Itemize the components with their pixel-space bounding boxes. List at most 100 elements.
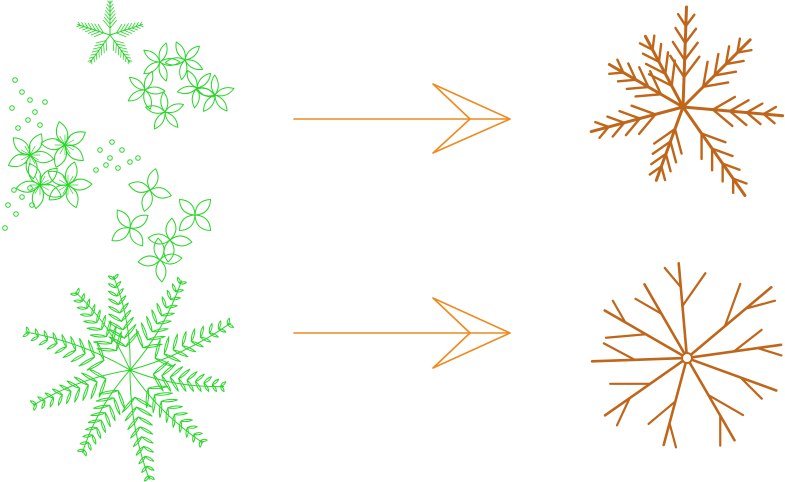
leaf <box>25 154 38 180</box>
frond-leaflet <box>220 381 227 387</box>
frond-leaflet <box>103 19 111 29</box>
frond-leaflet <box>108 305 121 314</box>
gravel-dot <box>119 147 125 153</box>
frond-leaflet <box>51 388 63 396</box>
frond-leaflet <box>145 387 150 409</box>
frond-leaflet <box>104 13 111 21</box>
tree-twig <box>713 52 720 77</box>
gravel-dot <box>42 99 48 105</box>
leaf <box>196 72 212 89</box>
frond-leaflet <box>120 309 132 322</box>
frond-leaflet <box>90 31 101 36</box>
tree-twig <box>627 62 638 82</box>
frond-leaflet <box>154 338 161 359</box>
frond-leaflet <box>120 50 129 53</box>
tree-twig <box>638 42 654 51</box>
frond-leaflet <box>152 373 164 392</box>
leaf <box>39 167 58 186</box>
frond-rib <box>75 291 131 371</box>
frond-rib <box>129 369 150 480</box>
gravel-dot <box>9 105 15 111</box>
gravel-dots-icon <box>2 77 141 231</box>
stamen <box>29 145 36 156</box>
tree-branch <box>691 343 783 359</box>
frond-leaflet <box>127 59 133 62</box>
frond-leaflet <box>44 392 55 399</box>
frond-leaflet <box>77 21 81 26</box>
stamen <box>29 154 40 161</box>
frond-leaflet <box>109 0 113 5</box>
tree-branch <box>643 283 686 355</box>
leaf <box>153 111 166 130</box>
frond-leaflet <box>190 340 204 348</box>
frond-leaflet <box>109 10 115 17</box>
frond-leaflet <box>103 43 105 54</box>
tree-twig <box>647 73 673 88</box>
leaf <box>65 184 79 209</box>
tree-twig <box>736 37 742 54</box>
tree-twig <box>713 70 738 77</box>
frond-leaflet <box>192 433 196 443</box>
tree-twig <box>638 66 650 89</box>
frond-leaflet <box>208 332 219 338</box>
tree-twig <box>711 95 737 111</box>
frond-leaflet <box>211 384 217 393</box>
frond-leaflet <box>161 363 177 377</box>
gravel-dot <box>12 77 18 83</box>
leaf <box>53 144 68 168</box>
frond-leaflet <box>108 321 124 331</box>
frond-rib <box>77 23 111 36</box>
stamen <box>64 144 75 151</box>
frond-leaflet <box>123 323 137 339</box>
frond-leaflet <box>144 455 155 462</box>
frond-leaflet <box>106 320 112 338</box>
frond-rib <box>89 34 111 64</box>
tree-twig <box>762 112 776 125</box>
frond-leaflet <box>142 343 163 349</box>
leaf <box>169 235 193 247</box>
frond-leaflet <box>160 312 175 317</box>
frond-leaflet <box>115 43 126 47</box>
leaf <box>203 94 216 112</box>
frond-leaflet <box>177 276 181 284</box>
frond-leaflet <box>134 396 153 408</box>
frond-leaflet <box>148 475 155 480</box>
stamen <box>39 184 46 195</box>
frond-leaflet <box>193 432 203 436</box>
leaf <box>164 111 179 128</box>
frond-leaflet <box>152 394 156 414</box>
right-arrow-icon <box>293 297 511 369</box>
stamen <box>29 154 36 165</box>
tree-twig <box>606 115 626 124</box>
frond-leaflet <box>84 22 89 29</box>
frond-leaflet <box>100 46 103 56</box>
frond-leaflet <box>108 298 119 306</box>
tree-branch <box>677 262 688 354</box>
frond-leaflet <box>105 40 108 52</box>
row-1 <box>2 0 785 283</box>
frond-leaflet <box>203 382 210 393</box>
frond-leaflet <box>93 404 111 409</box>
frond-leaflet <box>194 373 205 383</box>
frond-leaflet <box>154 357 174 368</box>
frond-leaflet <box>94 23 101 33</box>
leaf <box>65 161 78 186</box>
frond-leaflet <box>158 400 163 419</box>
tree-twig <box>664 152 672 173</box>
gravel-dot <box>93 167 99 173</box>
frond-leaflet <box>33 403 37 411</box>
frond-leaflet <box>118 46 127 50</box>
tree-twig <box>684 13 696 28</box>
frond-leaflet <box>113 40 125 44</box>
frond-leaflet <box>38 339 49 346</box>
frond-leaflet <box>123 53 130 56</box>
stamen <box>39 175 46 186</box>
tree-twig <box>711 108 734 128</box>
leaf <box>111 227 131 242</box>
frond-leaflet <box>123 23 129 31</box>
leaf <box>129 227 144 247</box>
frond-leaflet <box>185 427 189 438</box>
gravel-dot <box>27 97 33 103</box>
frond-leaflet <box>142 446 154 453</box>
gravel-dot <box>97 147 103 153</box>
